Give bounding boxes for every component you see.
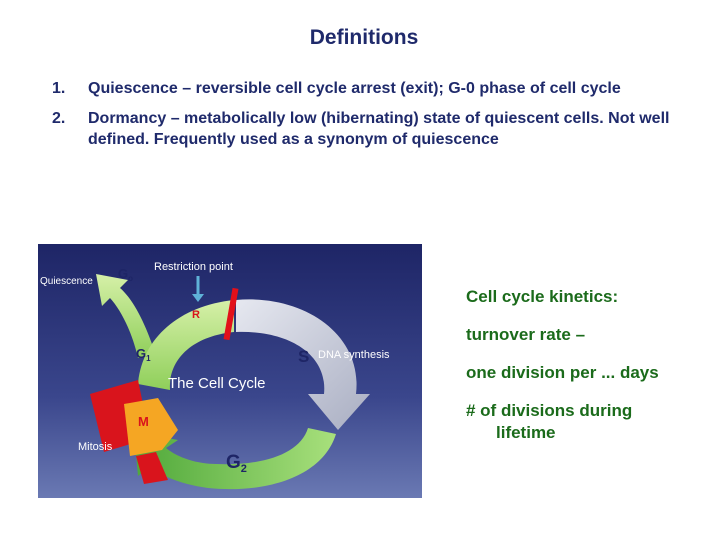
- kinetics-division-rate: one division per ... days: [466, 363, 659, 382]
- kinetics-lifetime: lifetime: [496, 423, 556, 442]
- definition-text: Quiescence – reversible cell cycle arres…: [88, 80, 621, 97]
- definition-number: 2.: [52, 110, 66, 127]
- g2-phase-arc: [134, 428, 336, 490]
- label-mitosis: Mitosis: [78, 441, 113, 453]
- slide-title: Definitions: [309, 26, 419, 49]
- definition-text: Dormancy – metabolically low (hibernatin…: [88, 110, 670, 148]
- kinetics-turnover: turnover rate –: [466, 325, 586, 344]
- cell-cycle-figure: Quiescence Go Restriction point R S DNA …: [38, 244, 422, 498]
- m-phase-block-red-small: [136, 452, 168, 484]
- cell-cycle-kinetics: Cell cycle kinetics: turnover rate – one…: [466, 286, 716, 460]
- label-quiescence: Quiescence: [40, 276, 93, 287]
- g1-phase-arc: [138, 300, 234, 390]
- g0-exit-arrow: [96, 274, 156, 358]
- label-s: S: [298, 347, 309, 366]
- restriction-point-bar: [223, 287, 239, 341]
- label-dna-synthesis: DNA synthesis: [318, 349, 390, 361]
- label-g0: Go: [118, 266, 133, 283]
- label-g2: G2: [226, 452, 247, 475]
- restriction-pointer-icon: [192, 294, 204, 302]
- definition-dormancy: 2. Dormancy – metabolically low (hiberna…: [52, 108, 692, 150]
- definition-quiescence: 1. Quiescence – reversible cell cycle ar…: [52, 78, 692, 99]
- label-g1: G1: [136, 346, 151, 363]
- label-restriction-point: Restriction point: [154, 261, 233, 273]
- m-phase-block-orange: [124, 398, 178, 456]
- definition-number: 1.: [52, 80, 66, 97]
- s-phase-arc: [236, 299, 370, 430]
- cell-cycle-diagram: Quiescence Go Restriction point R S DNA …: [38, 244, 422, 498]
- kinetics-heading: Cell cycle kinetics:: [466, 287, 619, 306]
- kinetics-divisions-during: # of divisions during: [466, 401, 633, 420]
- definitions-list: 1. Quiescence – reversible cell cycle ar…: [52, 78, 692, 159]
- label-the-cell-cycle: The Cell Cycle: [168, 375, 266, 392]
- label-r: R: [192, 309, 200, 321]
- label-m: M: [138, 414, 149, 429]
